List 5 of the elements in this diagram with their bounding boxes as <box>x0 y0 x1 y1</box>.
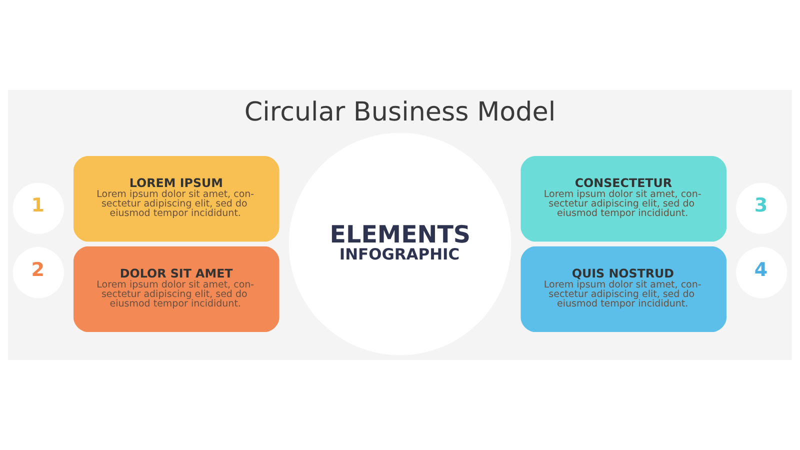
node-box: CONSECTETUR Lorem ipsum dolor sit amet, con- sectetur adipiscing elit, sed do eiusmod tempor incididunt. <box>520 156 726 242</box>
node-box: DOLOR SIT AMET Lorem ipsum dolor sit amet, con- sectetur adipiscing elit, sed do eiusmod tempor incididunt. <box>74 246 280 332</box>
node-box: QUIS NOSTRUD Lorem ipsum dolor sit amet, con- sectetur adipiscing elit, sed do eiusmod tempor incididunt. <box>520 246 726 332</box>
node-box: LOREM IPSUM Lorem ipsum dolor sit amet, con- sectetur adipiscing elit, sed do eiusmod tempor incididunt. <box>74 156 280 242</box>
diagram-title: Circular Business Model <box>244 97 556 128</box>
